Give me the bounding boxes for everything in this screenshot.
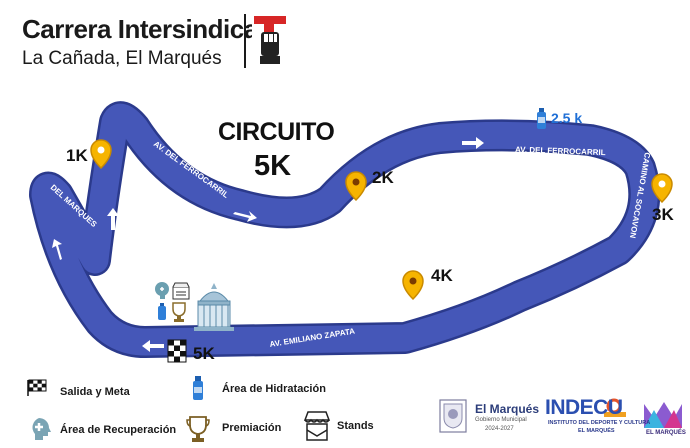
arrow-right-icon [233,211,257,222]
marker-label-1k: 1K [66,146,88,165]
union-fist-logo [252,14,288,66]
legend-recovery-label: Área de Recuperación [60,424,177,436]
elmarques-logo-sub: Gobierno Municipal [475,417,527,423]
water-bottle-icon [537,108,546,129]
legend-stands-label: Stands [337,420,374,432]
legend-checkered-flag-icon [26,378,48,396]
elmarques-logo-years: 2024-2027 [485,426,514,432]
map-heading: CIRCUITO [218,118,335,146]
header-divider [244,14,246,68]
legend-hydration-label: Área de Hidratación [222,383,326,395]
checkered-flag-icon [167,339,187,363]
event-title: Carrera Intersindical [22,14,265,44]
street-label-ferrocarril-east: AV. DEL FERROCARRIL [515,145,606,157]
marker-label-2k: 2K [372,168,394,187]
indecu-logo-sub: INSTITUTO DEL DEPORTE Y CULTURA [548,420,651,426]
indecu-logo-text: INDECU [545,396,623,419]
trophy-small-icon [172,302,186,322]
arrow-up-icon [107,208,119,230]
indecu-logo-sub2: EL MARQUÉS [578,428,615,434]
map-distance: 5K [254,150,292,182]
legend-start-finish-label: Salida y Meta [60,386,130,398]
event-location: La Cañada, El Marqués [22,48,222,69]
marker-label-3k: 3K [652,205,674,224]
route-path [31,103,658,356]
arrow-left-icon [526,239,548,251]
elmarques-shield-logo [439,399,467,433]
indecu-logo-mark [604,398,626,417]
elmarques-logo-name: El Marqués [475,402,540,416]
pavilion-building-icon [194,283,234,331]
legend-recovery-head-icon [26,416,52,442]
pin-4k-icon [402,270,424,301]
m-logo-icon [644,402,682,428]
recovery-head-icon [155,282,169,299]
pin-1k-icon [90,139,112,170]
pin-2k-icon [345,171,367,202]
marker-label-4k: 4K [431,266,453,285]
arrow-up-icon [52,239,62,260]
m-logo-name: EL MARQUÉS [646,430,686,436]
marker-label-5k: 5K [193,344,215,363]
stands-small-icon [172,282,190,300]
legend-awards-label: Premiación [222,422,282,434]
direction-arrows [52,137,548,352]
water-bottle-small-icon [158,303,166,320]
arrow-left-icon [142,340,164,352]
legend-stands-icon [303,410,331,442]
marker-label-water: 2.5 k [551,110,583,126]
legend-water-bottle-icon [192,375,204,401]
legend-trophy-icon [186,415,210,443]
pin-3k-icon [651,173,673,204]
arrow-right-icon [462,137,484,149]
